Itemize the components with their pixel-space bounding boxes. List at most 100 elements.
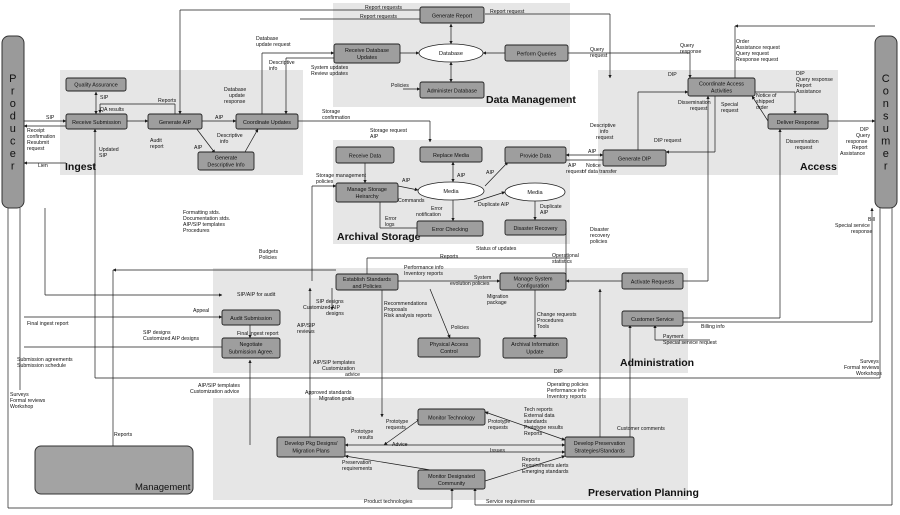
manage-system-configuration-box: Manage System Configuration (499, 272, 567, 291)
flow-audit-report-1: Audit (150, 138, 162, 144)
flow-aip-sip-templates-2: Customization (322, 366, 355, 372)
coordinate-updates-box: Coordinate Updates (235, 113, 299, 130)
flow-error-logs-1: Error (385, 216, 397, 222)
flow-prototype-req-b-2: requests (488, 425, 508, 431)
quality-assurance-label: Quality Assurance (74, 83, 117, 89)
flow-db-update-resp-2: update (229, 93, 245, 99)
flow-dissemination-req-b-1: Dissemination (786, 139, 819, 145)
flow-system-evol-1: System (474, 275, 491, 281)
provide-data-box: Provide Data (504, 146, 567, 164)
manage-storage-hierarchy-box: Manage Storage Heirarchy (335, 182, 399, 203)
flow-dip-pp: DIP (554, 369, 563, 375)
flow-aip-sip-templates-b-1: AIP/SIP templates (198, 383, 240, 389)
flow-storage-req-1: Storage request (370, 128, 407, 134)
flow-review-updates: Review updates (311, 71, 348, 77)
region-title-administration: Administration (620, 357, 694, 369)
flow-bill-1: Bill (868, 217, 875, 223)
flow-prototype-req-b-1: Prototype (488, 419, 510, 425)
flow-desc-info-req-2: info (600, 129, 608, 135)
flow-disaster-policies-1: Disaster (590, 227, 609, 233)
audit-submission-box: Audit Submission (221, 309, 281, 326)
flow-change-requests-2: Procedures (537, 318, 564, 324)
flow-sip-designs-b-2: Customized AIP (303, 305, 340, 311)
administer-database-label: Administer Database (427, 89, 477, 95)
archival-info-update-label-2: Update (526, 350, 543, 356)
flow-advice: Advice (392, 442, 408, 448)
generate-aip-box: Generate AIP (147, 113, 203, 130)
flow-order-4: Response request (736, 57, 779, 63)
flow-db-update-req-1: Database (256, 36, 278, 42)
flow-order-1: Order (736, 39, 750, 45)
establish-standards-label-2: and Policies (352, 284, 381, 290)
flow-service-req: Service requirements (486, 499, 535, 505)
management-entity: Management (34, 445, 194, 495)
manage-storage-label-1: Manage Storage (347, 187, 387, 193)
flow-aip-sip-templates-3: advice (345, 372, 360, 378)
flow-db-update-resp-1: Database (224, 87, 246, 93)
flow-payment: Payment (663, 334, 684, 340)
flow-formatting-2: Documentation stds. (183, 216, 230, 222)
function-boxes: Quality Assurance Receive Submission Gen… (65, 6, 829, 490)
receive-db-updates-label-2: Updates (357, 55, 377, 61)
flow-order-2: Assistance request (736, 45, 780, 51)
flow-desc-info-top-2: info (269, 66, 277, 72)
flow-dissemination-req-2: request (690, 106, 708, 112)
flow-tech-reports-5: Reports (524, 431, 543, 437)
physical-access-control-box: Physical Access Control (417, 337, 481, 358)
flow-change-requests-3: Tools (537, 324, 550, 330)
flow-query-request-2: request (590, 53, 608, 59)
flow-lien: Lien (38, 163, 48, 169)
flow-billing-info: Billing info (701, 324, 725, 330)
deliver-response-box: Deliver Response (767, 113, 829, 130)
flow-duplicate-aip-2: Duplicate (540, 204, 562, 210)
coordinate-access-label-1: Coordinate Access (699, 82, 744, 88)
customer-service-box: Customer Service (621, 310, 684, 327)
flow-aip-as: AIP (588, 149, 597, 155)
generate-report-box: Generate Report (419, 6, 485, 24)
flow-formatting-4: Procedures (183, 228, 210, 234)
flow-storage-conf-2: confirmation (322, 115, 350, 121)
management-label: Management (135, 482, 191, 493)
flow-budgets-2: Policies (259, 255, 277, 261)
replace-media-box: Replace Media (419, 146, 483, 163)
develop-preservation-strategies-box: Develop Preservation Strategies/Standard… (564, 436, 635, 458)
flow-aip-sip-templates-b-2: Customization advice (190, 389, 239, 395)
flow-desc-info-1: Descriptive (217, 133, 243, 139)
receive-submission-label: Receive Submission (72, 120, 121, 126)
flow-aip-req-2: request (566, 169, 584, 175)
flow-preservation-req-2: requirements (342, 466, 373, 472)
provide-data-label: Provide Data (520, 154, 551, 160)
flow-query-response-1: Query (680, 43, 695, 49)
flow-issues: Issues (490, 448, 505, 454)
flow-consumer-out-5: Assistance (840, 151, 865, 157)
flow-disaster-policies-2: recovery (590, 233, 610, 239)
flow-consumer-out-2: Query (856, 133, 871, 139)
flow-formatting-1: Formatting stds. (183, 210, 220, 216)
flow-operating-1: Operating policies (547, 382, 589, 388)
physical-access-label-1: Physical Access (430, 342, 469, 348)
flow-receipt-1: Receipt (27, 128, 45, 134)
monitor-community-label-1: Monitor Designated (428, 474, 475, 480)
flow-customer-comments: Customer comments (617, 426, 665, 432)
flow-bill-2: Special service (835, 223, 870, 229)
flow-formatting-3: AIP/SIP templates (183, 222, 225, 228)
flow-consumer-out-4: Report (852, 145, 868, 151)
flow-notice-shipped-3: order (756, 105, 768, 111)
flow-commands: Commands (398, 198, 425, 204)
flow-dip-right-3: Report (796, 83, 812, 89)
negotiate-submission-box: Negotiate Submission Agree. (221, 337, 281, 359)
flow-surveys-left-1: Surveys (10, 392, 29, 398)
replace-media-label: Replace Media (433, 153, 469, 159)
develop-pkg-label-1: Develop Pkg Designs/ (284, 441, 338, 447)
flow-sip-designs-1: SIP designs (143, 330, 171, 336)
flow-surveys-left-3: Workshop (10, 404, 33, 410)
flow-prototype-req-2: requests (386, 425, 406, 431)
coordinate-access-label-2: Activities (711, 89, 733, 95)
flow-storage-conf-1: Storage (322, 109, 340, 115)
flow-dissemination-req-b-2: request (795, 145, 813, 151)
flow-report-requests-2: Report requests (360, 14, 397, 20)
receive-data-box: Receive Data (335, 146, 395, 164)
flow-aip-req-1: AIP (568, 163, 577, 169)
perform-queries-label: Perform Queries (517, 52, 557, 58)
